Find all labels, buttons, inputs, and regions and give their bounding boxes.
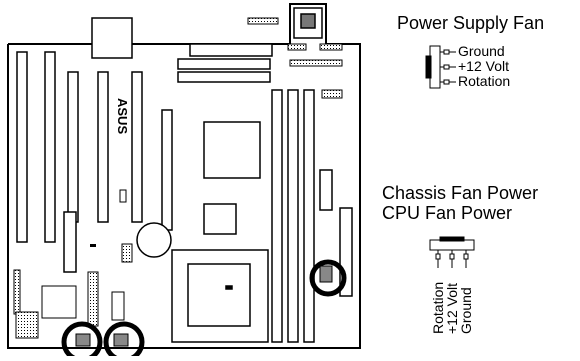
power-supply-fan-connector (425, 45, 456, 89)
bios-chip (91, 17, 133, 59)
battery (136, 222, 172, 258)
cpu-fan-title: CPU Fan Power (382, 203, 513, 223)
header-left-3 (41, 285, 77, 319)
psu-pin-12v: +12 Volt (458, 58, 509, 74)
cpu-fan-pin-12v: +12 Volt (444, 283, 460, 334)
header-left-1 (13, 269, 21, 315)
cpu-socket (171, 249, 269, 343)
cpu-fan-pin-ground: Ground (458, 287, 474, 334)
top-header (247, 17, 279, 25)
header-left-4 (87, 271, 99, 327)
header-b (319, 43, 343, 51)
fan-connector-highlight-2 (103, 321, 145, 361)
dimm-slots (271, 89, 315, 343)
header-left-2 (15, 311, 39, 339)
chassis-fan-title: Chassis Fan Power (382, 183, 539, 203)
isa-slots (16, 51, 56, 243)
fan-connector-highlight-1 (61, 321, 103, 361)
keyboard-connector (111, 291, 125, 321)
jumper-small (119, 189, 127, 203)
jumper-dash (90, 244, 96, 247)
header-c (289, 59, 343, 67)
psu-pin-ground: Ground (458, 43, 505, 59)
ide-left (63, 211, 77, 273)
io-connector-block (293, 7, 323, 39)
northbridge-chip (203, 121, 261, 179)
asus-logo: ASUS (115, 98, 130, 134)
small-header-left (121, 243, 133, 263)
pci-slots (67, 71, 173, 231)
memory-slots (177, 43, 273, 83)
power-supply-fan-title: Power Supply Fan (397, 13, 545, 33)
header-d (321, 89, 343, 99)
header-a (287, 43, 307, 51)
southbridge-chip (203, 203, 237, 235)
cpu-fan-connector (429, 236, 475, 268)
fan-connector-highlight-3 (309, 259, 347, 297)
psu-pin-rotation: Rotation (458, 73, 511, 89)
cpu-fan-pin-rotation: Rotation (430, 281, 446, 334)
